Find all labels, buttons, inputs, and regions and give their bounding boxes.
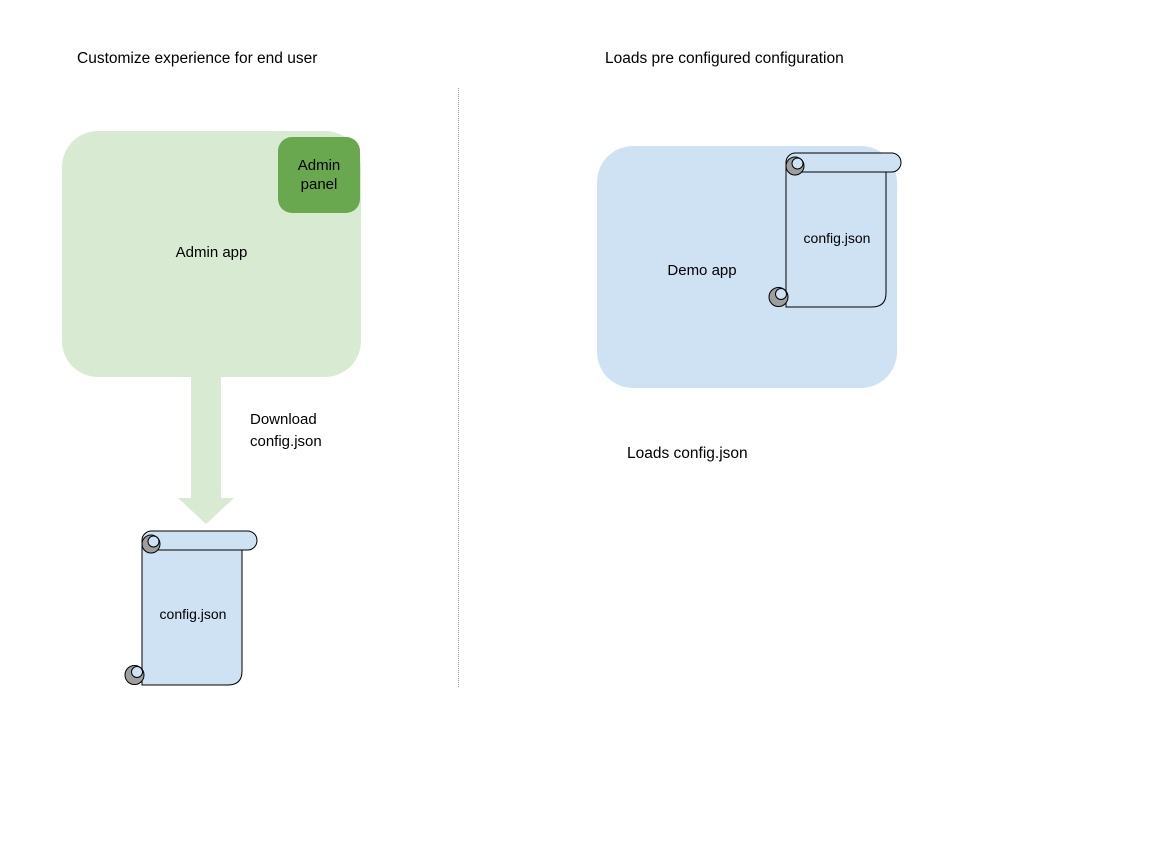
demo-app-label: Demo app xyxy=(667,262,737,279)
right-config-scroll-label: config.json xyxy=(803,230,871,246)
admin-panel-label: Admin panel xyxy=(297,157,341,193)
download-arrow-shape xyxy=(178,377,234,524)
admin-panel-box: Admin panel xyxy=(278,137,360,213)
left-section-title: Customize experience for end user xyxy=(77,50,318,67)
right-section-title: Loads pre configured configuration xyxy=(605,50,844,67)
admin-app-label: Admin app xyxy=(175,244,248,261)
admin-app-box: Admin panel xyxy=(62,131,361,377)
section-divider xyxy=(458,88,459,687)
download-arrow xyxy=(178,377,234,524)
download-arrow-label-line1: Download xyxy=(250,411,317,428)
download-arrow-label: Download config.json xyxy=(250,409,322,453)
left-config-scroll-label: config.json xyxy=(159,606,227,622)
download-arrow-label-line2: config.json xyxy=(250,433,322,450)
right-caption: Loads config.json xyxy=(627,445,748,462)
